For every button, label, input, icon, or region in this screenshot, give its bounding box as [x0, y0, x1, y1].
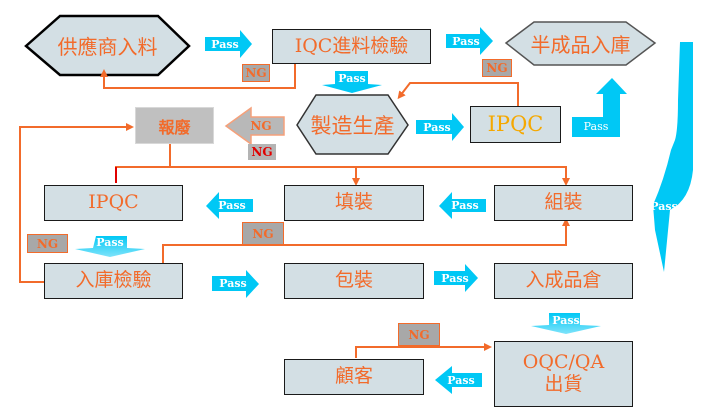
pass-arrow-packaging-to-finished[interactable] [434, 264, 478, 292]
pass-arrow-ipqc-to-warehouse[interactable] [75, 236, 145, 257]
pass-arrow-ipqc-to-semi[interactable] [572, 78, 627, 137]
ng-badge-iqc: NG [242, 64, 270, 82]
pass-arrow-finished-to-oqc[interactable] [531, 313, 601, 334]
finished-goods-storage-node[interactable]: 入成品倉 [494, 263, 633, 299]
customer-node[interactable]: 顧客 [284, 359, 424, 395]
iqc-inspection-node[interactable]: IQC進料檢驗 [272, 29, 431, 64]
shipping-label: 出貨 [544, 373, 583, 395]
pass-arrow-oqc-to-customer[interactable] [435, 366, 482, 394]
supplier-incoming-node[interactable]: 供應商入料 [57, 35, 158, 59]
manufacturing-shape [296, 94, 409, 155]
supplier-incoming-shape [24, 14, 191, 77]
semi-finished-storage-shape [504, 21, 657, 66]
pass-arrow-supplier-to-iqc[interactable] [205, 30, 252, 58]
pass-arrow-manufacturing-to-ipqc[interactable] [416, 113, 464, 141]
pass-arrow-warehouse-to-packaging[interactable] [212, 270, 259, 298]
filling-node[interactable]: 填裝 [284, 185, 424, 221]
ng-badge-packaging: NG [242, 222, 284, 245]
oqc-shipping-node[interactable]: OQC/QA 出貨 [494, 341, 633, 407]
pass-arrow-iqc-to-semi[interactable] [446, 27, 493, 55]
oqc-label: OQC/QA [522, 351, 605, 374]
pass-arrow-semi-to-assembly-curve[interactable] [653, 42, 693, 272]
ipqc-mid-node[interactable]: IPQC [44, 185, 183, 221]
semi-finished-storage-node[interactable]: 半成品入庫 [530, 33, 631, 57]
iqc-ng-return-line [100, 64, 296, 89]
packaging-node[interactable]: 包裝 [284, 263, 424, 299]
pass-arrow-iqc-to-manufacturing[interactable] [322, 71, 382, 93]
manufacturing-node[interactable]: 製造生產 [310, 113, 395, 138]
warehouse-ng-to-scrap-line [19, 123, 134, 283]
scrap-node[interactable]: 報廢 [135, 107, 214, 144]
ipqc-top-ng-line [397, 82, 519, 106]
warehouse-to-assembly-line [162, 218, 570, 265]
pass-arrow-filling-to-ipqc[interactable] [206, 192, 253, 219]
ng-arrow-manufacturing-to-scrap[interactable] [224, 106, 285, 146]
customer-ng-return-line [355, 343, 492, 358]
pass-arrow-assembly-to-filling[interactable] [439, 192, 486, 219]
ng-badge-semi: NG [482, 59, 512, 77]
warehouse-inspection-node[interactable]: 入庫檢驗 [44, 263, 183, 299]
ipqc-top-node[interactable]: IPQC [470, 106, 561, 143]
ng-badge-warehouse: NG [27, 234, 68, 253]
assembly-node[interactable]: 組裝 [494, 185, 633, 221]
ng-badge-scrap: NG [248, 144, 276, 160]
ng-badge-customer: NG [398, 323, 440, 346]
rework-feed-line [115, 166, 570, 186]
